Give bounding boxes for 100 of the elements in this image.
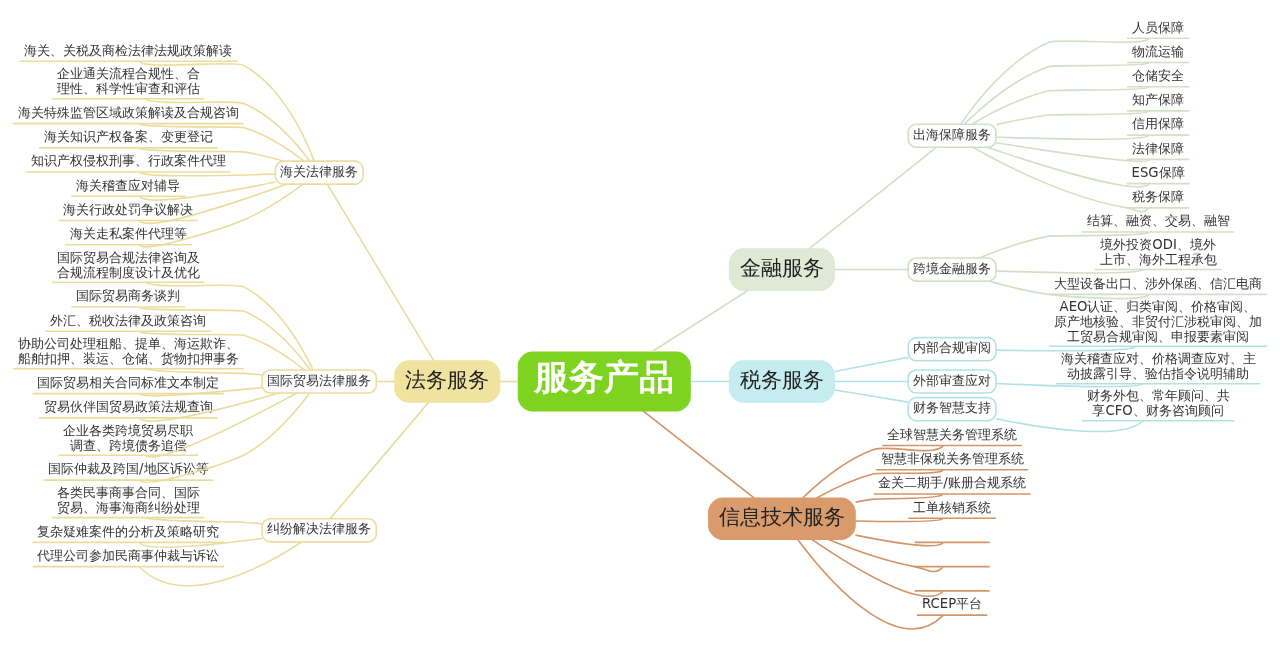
connector bbox=[797, 538, 944, 630]
connector bbox=[986, 146, 1150, 188]
connector bbox=[139, 392, 281, 422]
node-box: 国际贸易法律服务 bbox=[261, 369, 378, 394]
connector bbox=[329, 401, 430, 520]
connector bbox=[139, 183, 288, 225]
node-box: 金融服务 bbox=[728, 248, 835, 291]
connector bbox=[375, 380, 396, 383]
node-text: 海关走私案件代理等 bbox=[69, 226, 187, 242]
connector bbox=[834, 389, 909, 403]
connector bbox=[988, 280, 1150, 300]
node-text: 信用保障 bbox=[1132, 116, 1185, 132]
node-text: 海关稽查应对、价格调查应对、主动披露引导、验估指令说明辅助 bbox=[1060, 351, 1256, 382]
node-text: 海关行政处罚争议解决 bbox=[63, 201, 194, 217]
connector bbox=[139, 386, 263, 397]
node-text: 金关二期手/账册合规系统 bbox=[878, 475, 1026, 491]
node-box: 跨境金融服务 bbox=[907, 257, 997, 282]
node-text: RCEP平台 bbox=[922, 596, 983, 612]
connector bbox=[139, 331, 306, 371]
connector bbox=[854, 517, 944, 523]
connector bbox=[995, 382, 1144, 388]
connector bbox=[144, 516, 263, 525]
connector bbox=[808, 146, 938, 250]
connector bbox=[802, 445, 944, 499]
connector bbox=[972, 146, 1150, 213]
node-box: 财务智慧支持 bbox=[907, 396, 997, 422]
connector bbox=[139, 537, 263, 548]
connector bbox=[995, 134, 1150, 140]
node-text: 国际贸易合规法律咨询及合规流程制度设计及优化 bbox=[56, 249, 200, 280]
node-text: 海关、关税及商检法律法规政策解读 bbox=[24, 42, 233, 58]
connector bbox=[144, 392, 298, 458]
connector bbox=[139, 123, 305, 162]
node-text: 国际贸易相关合同标准文本制定 bbox=[37, 374, 220, 390]
connector bbox=[144, 98, 311, 162]
connector bbox=[964, 62, 1150, 125]
node-box: 外部审查应对 bbox=[907, 369, 997, 394]
connector bbox=[689, 380, 731, 383]
connector bbox=[995, 346, 1136, 352]
connector bbox=[642, 410, 755, 499]
node-text: 协助公司处理租船、提单、海运欺诈、船舶扣押、装运、仓储、货物扣押事务 bbox=[17, 336, 239, 367]
node-text: 知识产权侵权刑事、行政案件代理 bbox=[30, 153, 226, 169]
connector bbox=[959, 38, 1150, 125]
node-text: 全球智慧关务管理系统 bbox=[887, 426, 1018, 442]
node-text: 国际贸易商务谈判 bbox=[76, 288, 181, 304]
node-text: 贸易伙伴国贸易政策法规查询 bbox=[43, 399, 213, 415]
node-box: 税务服务 bbox=[728, 360, 835, 403]
connector bbox=[971, 86, 1150, 125]
connector bbox=[834, 380, 909, 383]
node-text: 海关稽查应对辅导 bbox=[76, 177, 181, 193]
node-text: 物流运输 bbox=[1132, 43, 1185, 59]
node-text: 智慧非保税关务管理系统 bbox=[880, 451, 1024, 467]
connector bbox=[995, 418, 1144, 433]
connector bbox=[854, 493, 944, 503]
node-box: 法务服务 bbox=[394, 360, 501, 403]
connector bbox=[651, 289, 749, 353]
connector bbox=[139, 541, 303, 587]
node-text: 各类民事商事合同、国际贸易、海事海商纠纷处理 bbox=[56, 485, 200, 516]
connector bbox=[139, 183, 304, 248]
node-text: 仓储安全 bbox=[1132, 68, 1185, 83]
node-text: 外汇、税收法律及政策咨询 bbox=[50, 312, 207, 328]
connector bbox=[834, 268, 909, 271]
node-text: AEO认证、归类审阅、价格审阅、原产地核验、非贸付汇涉税审阅、加工贸易合规审阅、申报要素审阅 bbox=[1054, 298, 1263, 344]
node-text: 法律保障 bbox=[1132, 140, 1185, 156]
node-text: ESG保障 bbox=[1131, 164, 1185, 180]
node-box: 出海保障服务 bbox=[907, 123, 997, 149]
node-box: 纠纷解决法律服务 bbox=[261, 517, 378, 543]
node-text: 海关知识产权备案、变更登记 bbox=[43, 129, 213, 145]
connector bbox=[139, 181, 277, 201]
node-text: 人员保障 bbox=[1132, 19, 1185, 35]
connector bbox=[144, 281, 314, 371]
node-box: 内部合规审阅 bbox=[907, 336, 997, 362]
connector bbox=[326, 183, 435, 362]
connector bbox=[995, 141, 1150, 162]
node-box: 海关法律服务 bbox=[274, 160, 364, 185]
connector bbox=[834, 356, 909, 373]
connector bbox=[815, 469, 944, 499]
node-text: 企业通关流程合规性、合理性、科学性审查和评估 bbox=[56, 66, 200, 97]
node-text: 代理公司参加民商事仲裁与诉讼 bbox=[37, 547, 220, 563]
node-text: 境外投资ODI、境外上市、海外工程承包 bbox=[1099, 237, 1217, 268]
connector bbox=[811, 538, 944, 598]
connector bbox=[139, 392, 311, 483]
connector bbox=[854, 534, 944, 547]
connector bbox=[144, 367, 263, 376]
node-bar bbox=[913, 541, 991, 544]
node-box: 信息技术服务 bbox=[708, 497, 856, 541]
node-box: 服务产品 bbox=[517, 351, 691, 412]
connector bbox=[978, 231, 1150, 259]
connector bbox=[139, 306, 311, 371]
node-text: 结算、融资、交易、融智 bbox=[1086, 213, 1230, 229]
node-text: 海关特殊监管区域政策解读及合规咨询 bbox=[17, 104, 239, 120]
connector bbox=[139, 147, 285, 162]
connector bbox=[995, 268, 1144, 274]
connector bbox=[827, 538, 944, 573]
node-text: 复杂疑难案件的分析及策略研究 bbox=[37, 523, 220, 539]
node-text: 工单核销系统 bbox=[913, 499, 992, 515]
node-text: 税务保障 bbox=[1132, 189, 1185, 205]
connector bbox=[139, 61, 315, 162]
connector bbox=[139, 171, 276, 177]
node-text: 财务外包、常年顾问、共享CFO、财务咨询顾问 bbox=[1086, 388, 1230, 419]
node-bar bbox=[913, 590, 991, 592]
